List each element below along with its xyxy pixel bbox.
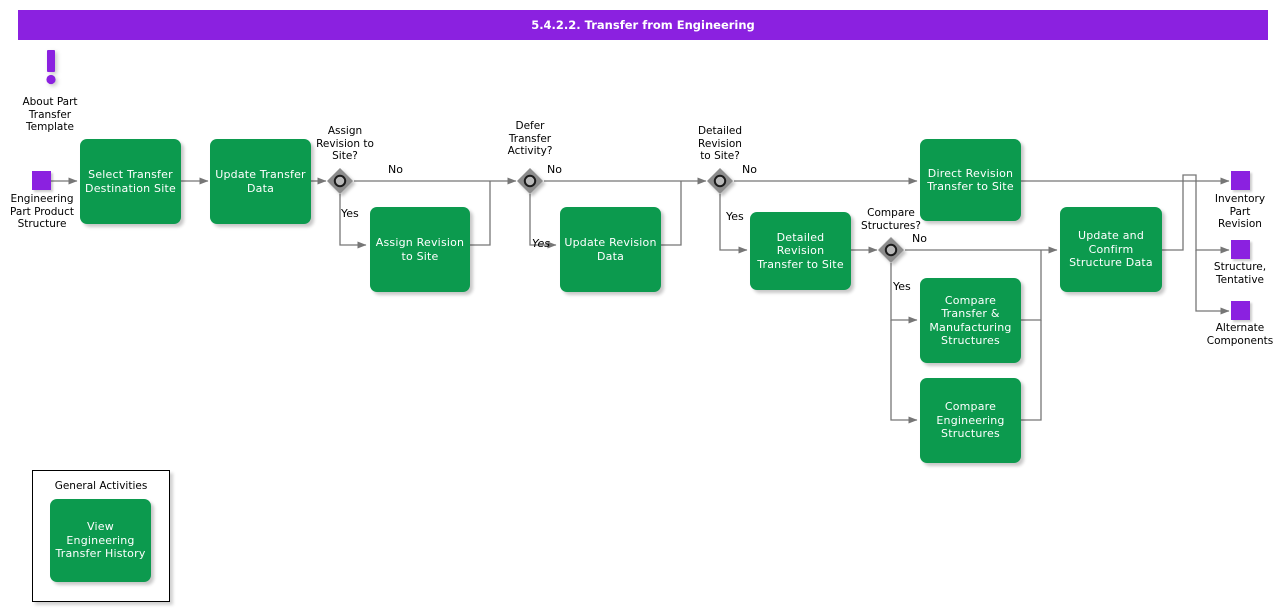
decision-no-label-assign-revision-to-site: No: [388, 163, 403, 176]
activity-select-transfer-destination-site[interactable]: Select Transfer Destination Site: [80, 139, 181, 224]
object-label-structure-tentative: Structure, Tentative: [1213, 261, 1267, 286]
decision-yes-label-assign-revision-to-site: Yes: [341, 207, 359, 220]
decision-label-compare-structures: Compare Structures?: [861, 207, 921, 232]
activity-update-and-confirm-structure-data[interactable]: Update and Confirm Structure Data: [1060, 207, 1162, 292]
activity-update-transfer-data[interactable]: Update Transfer Data: [210, 139, 311, 224]
activity-detailed-revision-transfer-to-site[interactable]: Detailed Revision Transfer to Site: [750, 212, 851, 290]
decision-no-label-defer-transfer-activity: No: [547, 163, 562, 176]
decision-label-detailed-revision-to-site: Detailed Revision to Site?: [697, 125, 743, 162]
activity-assign-revision-to-site[interactable]: Assign Revision to Site: [370, 207, 470, 292]
activity-direct-revision-transfer-to-site[interactable]: Direct Revision Transfer to Site: [920, 139, 1021, 221]
note-label: About Part Transfer Template: [22, 96, 78, 133]
decision-yes-label-defer-transfer-activity: Yes: [532, 237, 551, 250]
object-alternate-components[interactable]: [1231, 301, 1250, 320]
exclamation-mark-icon: [46, 50, 56, 85]
activity-compare-transfer-and-manufacturing-structures[interactable]: Compare Transfer & Manufacturing Structu…: [920, 278, 1021, 363]
decision-no-label-detailed-revision-to-site: No: [742, 163, 757, 176]
page-title: 5.4.2.2. Transfer from Engineering: [531, 18, 755, 32]
general-activities-title: General Activities: [54, 480, 148, 492]
decision-label-defer-transfer-activity: Defer Transfer Activity?: [507, 120, 553, 157]
decision-no-label-compare-structures: No: [912, 232, 927, 245]
activity-update-revision-data[interactable]: Update Revision Data: [560, 207, 661, 292]
decision-label-assign-revision-to-site: Assign Revision to Site?: [316, 125, 374, 162]
decision-yes-label-compare-structures: Yes: [893, 280, 911, 293]
object-label-engineering-part-product-structure: Engineering Part Product Structure: [10, 193, 74, 230]
object-label-alternate-components: Alternate Components: [1206, 322, 1274, 347]
object-label-inventory-part-revision: Inventory Part Revision: [1214, 193, 1266, 230]
object-engineering-part-product-structure[interactable]: [32, 171, 51, 190]
decision-yes-label-detailed-revision-to-site: Yes: [726, 210, 744, 223]
object-structure-tentative[interactable]: [1231, 240, 1250, 259]
activity-view-engineering-transfer-history[interactable]: View Engineering Transfer History: [50, 499, 151, 582]
activity-compare-engineering-structures[interactable]: Compare Engineering Structures: [920, 378, 1021, 463]
object-inventory-part-revision[interactable]: [1231, 171, 1250, 190]
title-bar: [18, 10, 1268, 40]
